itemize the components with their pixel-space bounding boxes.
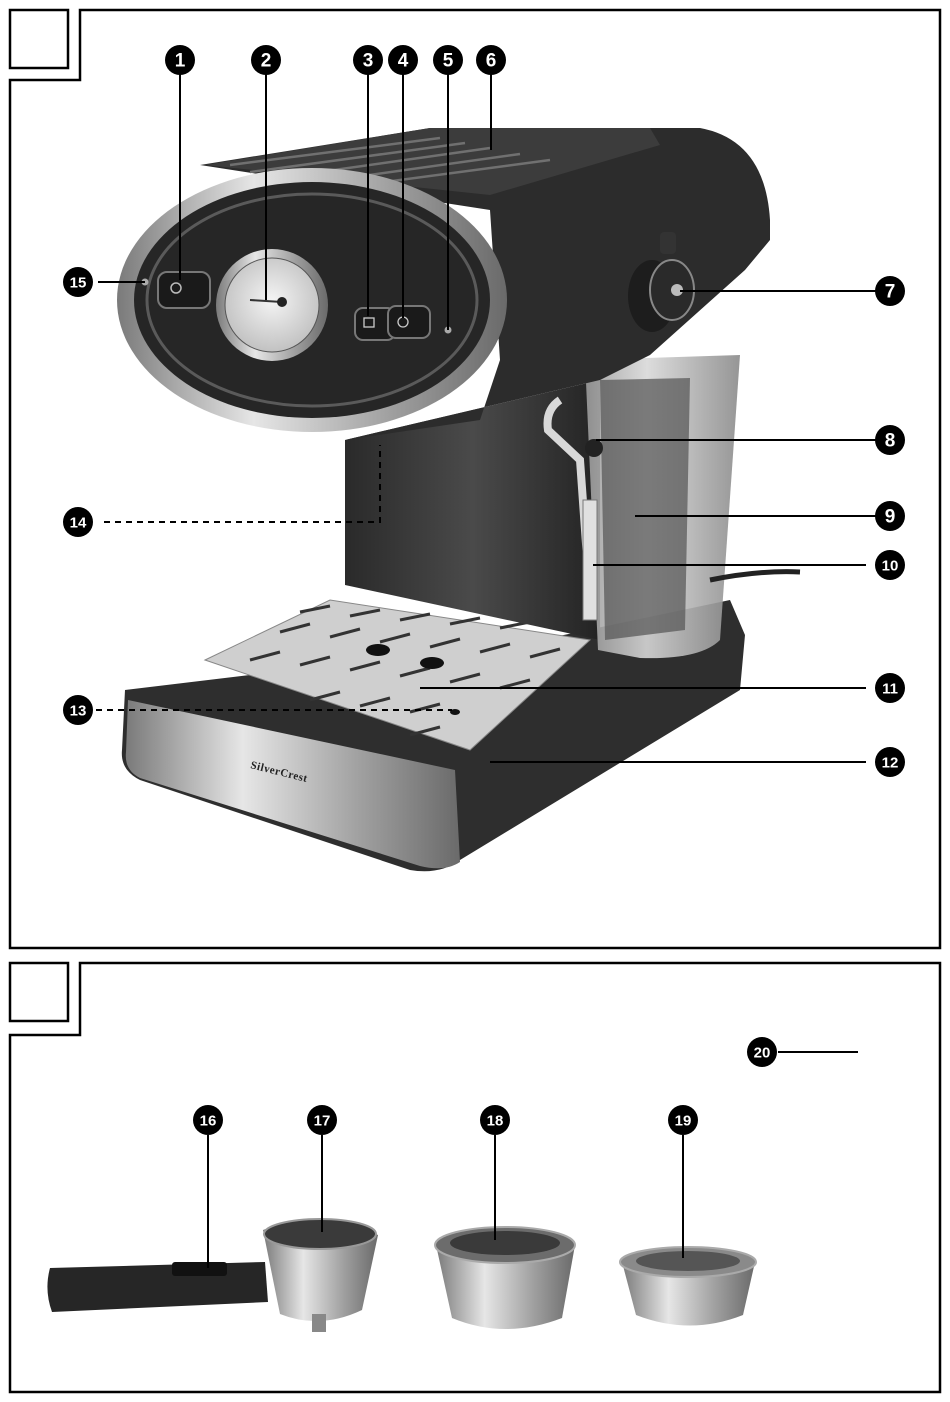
callout-number-18: 18 [487,1113,504,1130]
callout-5: 5 [433,45,463,75]
callout-3: 3 [353,45,383,75]
callout-number-12: 12 [882,755,899,772]
espresso-machine: SilverCrest [117,128,800,871]
callout-number-16: 16 [200,1113,217,1130]
callout-2: 2 [251,45,281,75]
callout-9: 9 [875,501,905,531]
callout-number-13: 13 [70,703,87,720]
callout-7: 7 [875,276,905,306]
panel-2-frame [10,963,940,1392]
callout-number-17: 17 [314,1113,331,1130]
callout-10: 10 [875,550,905,580]
callout-number-9: 9 [885,507,896,528]
callout-16: 16 [193,1105,223,1135]
callout-20: 20 [747,1037,777,1067]
callout-17: 17 [307,1105,337,1135]
callout-number-11: 11 [882,681,898,698]
power-button[interactable] [158,272,210,308]
callout-8: 8 [875,425,905,455]
callout-11: 11 [875,673,905,703]
accessory-layer [47,1219,756,1332]
callout-number-14: 14 [70,515,87,532]
callout-1: 1 [165,45,195,75]
callout-number-6: 6 [486,51,497,72]
callout-14: 14 [63,507,93,537]
callout-number-7: 7 [885,282,896,303]
callout-number-20: 20 [754,1045,771,1062]
callout-number-5: 5 [443,51,454,72]
callout-6: 6 [476,45,506,75]
callout-number-19: 19 [675,1113,692,1130]
callout-number-2: 2 [261,51,272,72]
steam-button[interactable] [388,306,430,338]
callout-12: 12 [875,747,905,777]
callout-19: 19 [668,1105,698,1135]
callout-4: 4 [388,45,418,75]
callout-number-10: 10 [882,558,899,575]
callout-number-4: 4 [398,51,409,72]
callout-number-3: 3 [363,51,374,72]
callout-15: 15 [63,267,93,297]
callout-number-1: 1 [175,51,186,72]
callout-number-8: 8 [885,431,896,452]
callout-number-15: 15 [70,275,87,292]
callout-13: 13 [63,695,93,725]
callout-18: 18 [480,1105,510,1135]
